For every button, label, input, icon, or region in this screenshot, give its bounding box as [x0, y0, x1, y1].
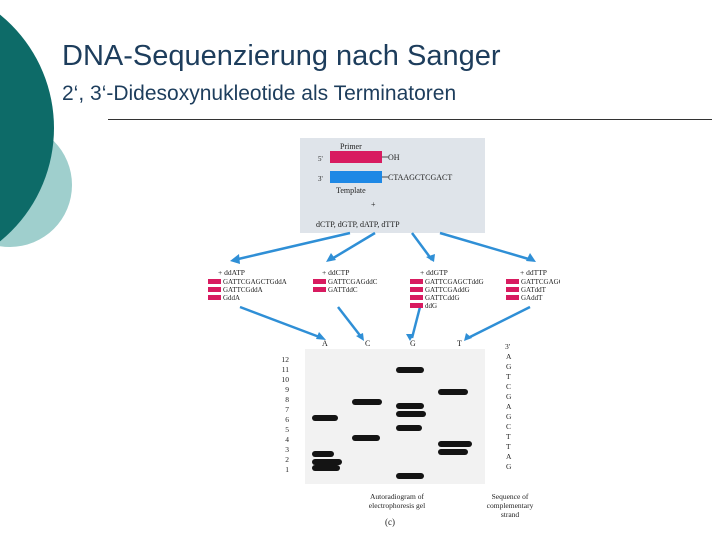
slide-subtitle: 2‘, 3‘-Didesoxynukleotide als Terminator… — [62, 82, 457, 105]
template-label: Template — [336, 186, 366, 195]
arrow-to-lane-g — [410, 306, 422, 339]
lane-c-label: C — [365, 339, 370, 348]
band-t-3b — [438, 441, 472, 447]
arrow-to-lane-a — [239, 305, 323, 340]
band-t-2b — [438, 449, 468, 455]
base: G — [506, 392, 512, 401]
base: A — [506, 352, 512, 361]
band-a-9 — [312, 415, 338, 421]
reaction-label: + ddCTP — [322, 268, 349, 277]
base: T — [506, 372, 511, 381]
product: GAddT — [521, 294, 543, 302]
lane-number: 12 — [282, 355, 290, 364]
sanger-figure: Primer 5' OH 3' CTAAGCTCGACT Template + … — [208, 138, 560, 527]
template-3-end: 3' — [318, 175, 323, 183]
band-a-6 — [312, 451, 334, 457]
band-a-1 — [312, 465, 340, 471]
lane-t-label: T — [457, 339, 462, 348]
lane-number: 10 — [282, 375, 290, 384]
lane-number: 8 — [285, 395, 289, 404]
reaction-label: + ddTTP — [520, 268, 547, 277]
band-g-8 — [396, 403, 424, 409]
reaction-ddttp: + ddTTP GATTCGAGCddT GATddT GAddT — [506, 268, 560, 302]
base: T — [506, 442, 511, 451]
lane-number: 3 — [285, 445, 289, 454]
caption-seq-line: Sequence of — [492, 492, 529, 501]
product: GATTCGAGCTGddA — [223, 278, 287, 286]
lane-a-label: A — [322, 339, 328, 348]
lane-number: 1 — [285, 465, 289, 474]
base: G — [506, 462, 512, 471]
reaction-ddgtp: + ddGTP GATTCGAGCTddG GATTCGAddG GATTCdd… — [410, 268, 484, 310]
lane-number: 6 — [285, 415, 289, 424]
reaction-ddatp: + ddATP GATTCGAGCTGddA GATTCGddA GddA — [208, 268, 287, 302]
product: GATddT — [521, 286, 547, 294]
caption-seq-line: complementary — [487, 501, 534, 510]
base: A — [506, 452, 512, 461]
base: C — [506, 422, 511, 431]
band-t-11 — [438, 389, 468, 395]
lane-number: 5 — [285, 425, 289, 434]
lane-number: 2 — [285, 455, 289, 464]
plus-sign: + — [371, 200, 376, 209]
template-sequence: CTAAGCTCGACT — [388, 173, 452, 182]
arrow-to-ddgtp — [410, 232, 434, 261]
base: C — [506, 382, 511, 391]
product: GATTCGddA — [223, 286, 263, 294]
product: GATTCGAGCTddG — [425, 278, 484, 286]
lane-numbers: 12 11 10 9 8 7 6 5 4 3 2 1 — [282, 355, 290, 474]
complementary-3-end: 3' — [505, 342, 511, 351]
product: GATTddC — [328, 286, 358, 294]
product: GATTCGAddG — [425, 286, 470, 294]
band-a-5 — [312, 459, 342, 465]
captions: Autoradiogram of electrophoresis gel Seq… — [369, 492, 534, 527]
band-c-10 — [352, 399, 382, 405]
base: A — [506, 402, 512, 411]
caption-gel-line: electrophoresis gel — [369, 501, 425, 510]
lane-number: 9 — [285, 385, 289, 394]
dntp-mix: dCTP, dGTP, dATP, dTTP — [316, 220, 400, 229]
product: GddA — [223, 294, 240, 302]
primer-bar — [330, 151, 382, 163]
base: G — [506, 412, 512, 421]
split-arrows — [233, 231, 533, 340]
arrow-to-lane-c — [337, 306, 363, 339]
reaction-label: + ddATP — [218, 268, 245, 277]
dark-circle-decoration — [0, 14, 54, 242]
product: GATTCddG — [425, 294, 460, 302]
arrow-to-ddttp — [439, 231, 533, 262]
reaction-ddctp: + ddCTP GATTCGAGddC GATTddC — [313, 268, 378, 294]
lane-number: 4 — [285, 435, 289, 444]
base: T — [506, 432, 511, 441]
reaction-label: + ddGTP — [420, 268, 448, 277]
primer-oh: OH — [388, 153, 400, 162]
band-g-7 — [396, 411, 426, 417]
caption-gel-line: Autoradiogram of — [370, 492, 424, 501]
lane-headers: A C G T — [322, 339, 462, 348]
base: G — [506, 362, 512, 371]
band-c-4 — [352, 435, 380, 441]
template-bar — [330, 171, 382, 183]
title-underline — [108, 119, 712, 120]
primer-label: Primer — [340, 142, 362, 151]
product: GATTCGAGddC — [328, 278, 378, 286]
complementary-sequence: 3' A G T C G A G C T T A G — [505, 342, 512, 471]
slide-title: DNA-Sequenzierung nach Sanger — [62, 40, 501, 72]
primer-5-end: 5' — [318, 155, 323, 163]
arrow-to-ddatp — [233, 231, 351, 262]
arrow-to-lane-t — [467, 305, 531, 340]
panel-label: (c) — [385, 517, 395, 527]
lane-number: 7 — [285, 405, 289, 414]
caption-seq-line: strand — [501, 510, 520, 519]
product: ddG — [425, 302, 437, 310]
band-g-3 — [396, 425, 422, 431]
gel-bands — [312, 367, 472, 479]
band-g-12 — [396, 367, 424, 373]
lane-number: 11 — [282, 365, 289, 374]
slide-decoration — [0, 14, 72, 247]
lane-g-label: G — [410, 339, 416, 348]
arrow-to-ddctp — [329, 231, 376, 262]
product: GATTCGAGCddT — [521, 278, 560, 286]
band-g-2 — [396, 473, 424, 479]
